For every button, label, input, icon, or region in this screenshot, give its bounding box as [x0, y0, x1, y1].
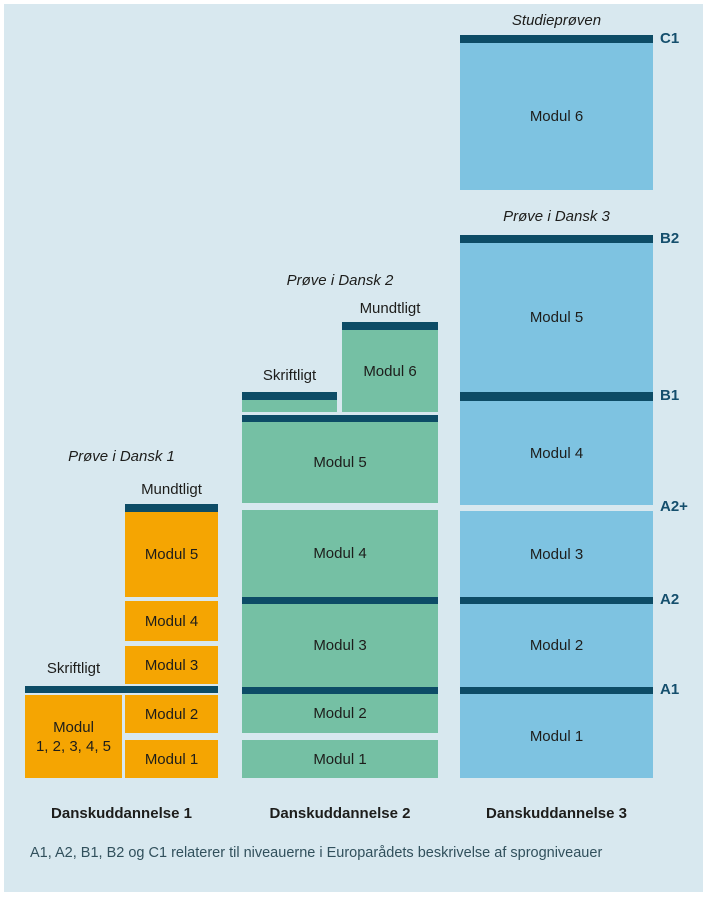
b1-level-bar-du3: [460, 392, 653, 401]
module-box-du2-modul5: Modul 5: [242, 422, 438, 503]
module-box-du1-modul4: Modul 4: [125, 601, 218, 641]
oral-exam-bar-du1: [125, 504, 218, 512]
module-box-du2-modul2: Modul 2: [242, 694, 438, 733]
module-box-du2-modul4: Modul 4: [242, 510, 438, 597]
exam-title-prove-i-dansk-1: Prøve i Dansk 1: [68, 448, 175, 465]
oral-label-du2: Mundtligt: [359, 300, 421, 317]
column-title-danskuddannelse-2: Danskuddannelse 2: [269, 805, 411, 822]
a1-level-bar-du3: [460, 687, 653, 694]
module-box-du3-modul3: Modul 3: [460, 511, 653, 597]
c1-level-bar-du3: [460, 35, 653, 43]
a2-level-bar-du2: [242, 597, 438, 604]
level-label-a2: A2: [660, 591, 680, 608]
exam-title-prove-i-dansk-2: Prøve i Dansk 2: [286, 272, 394, 289]
written-exam-bar-du1-a1-level: [25, 686, 218, 693]
b2-level-bar-du3: [460, 235, 653, 243]
module-box-du3-modul4: Modul 4: [460, 401, 653, 505]
module-box-du2-modul6: Modul 6: [342, 330, 438, 412]
module-box-du1-combined: Modul 1, 2, 3, 4, 5: [25, 695, 122, 778]
level-label-a2plus: A2+: [660, 498, 688, 515]
module-box-du3-modul2: Modul 2: [460, 604, 653, 687]
a1-level-bar-du2: [242, 687, 438, 694]
oral-exam-bar-du2: [342, 322, 438, 330]
module-box-du3-modul5: Modul 5: [460, 243, 653, 392]
level-label-a1: A1: [660, 681, 680, 698]
exam-title-studieproven: Studieprøven: [511, 12, 602, 29]
written-exam-bar-du2-b1-level: [242, 392, 337, 400]
written-label-du1: Skriftligt: [46, 660, 101, 677]
column-title-danskuddannelse-1: Danskuddannelse 1: [51, 805, 192, 822]
module-box-du3-modul1: Modul 1: [460, 694, 653, 778]
level-label-c1: C1: [660, 30, 680, 47]
a2-level-bar-du3: [460, 597, 653, 604]
module-box-du1-combined-line2: 1, 2, 3, 4, 5: [35, 737, 112, 755]
exam-title-prove-i-dansk-3: Prøve i Dansk 3: [503, 208, 610, 225]
module-box-du1-modul5: Modul 5: [125, 512, 218, 597]
footer-note: A1, A2, B1, B2 og C1 relaterer til nivea…: [30, 845, 603, 861]
module-box-du2-modul1: Modul 1: [242, 740, 438, 778]
module-strip-du2: [242, 400, 337, 412]
module-box-du2-modul3: Modul 3: [242, 604, 438, 687]
written-label-du2: Skriftligt: [262, 367, 317, 384]
module-box-du1-combined-line1: Modul: [53, 718, 94, 736]
module-box-du1-modul2: Modul 2: [125, 695, 218, 733]
oral-label-du1: Mundtligt: [141, 481, 202, 498]
module5-top-bar-du2: [242, 415, 438, 422]
level-label-b1: B1: [660, 387, 680, 404]
module-box-du3-modul6: Modul 6: [460, 43, 653, 190]
module-box-du1-modul1: Modul 1: [125, 740, 218, 778]
module-box-du1-modul3: Modul 3: [125, 646, 218, 684]
level-label-b2: B2: [660, 230, 680, 247]
column-title-danskuddannelse-3: Danskuddannelse 3: [486, 805, 627, 822]
module-box-du1-combined-text: Modul 1, 2, 3, 4, 5: [36, 718, 111, 756]
